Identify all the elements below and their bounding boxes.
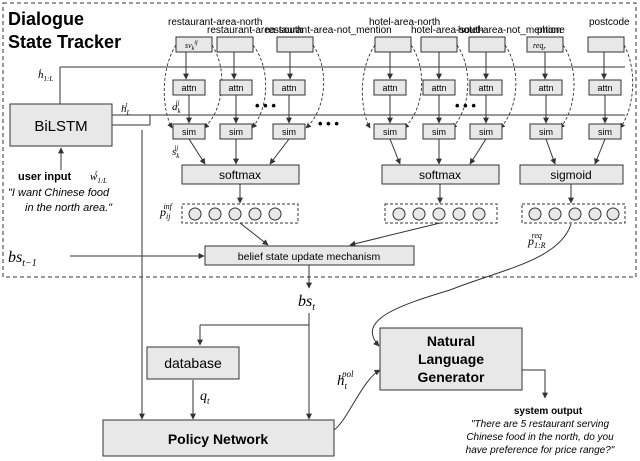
prob-circle bbox=[268, 207, 282, 221]
attn-label: attn bbox=[478, 83, 493, 93]
system-output-text: "There are 5 restaurant serving bbox=[471, 419, 610, 430]
ellipsis: • • • bbox=[255, 98, 276, 113]
bilstm-box bbox=[9, 103, 113, 147]
system-output-text: have preference for price range?" bbox=[466, 445, 615, 456]
database-label: database bbox=[164, 355, 222, 371]
bilstm-label: BiLSTM bbox=[34, 118, 87, 135]
req-label: reqr bbox=[533, 41, 546, 52]
prob-circle bbox=[588, 207, 602, 221]
slot-embed-box bbox=[216, 36, 254, 53]
h1L-symbol: h1:Lt bbox=[38, 67, 53, 83]
slot-embed-box bbox=[374, 36, 412, 53]
bs-prev-symbol: bst−1 bbox=[8, 249, 37, 269]
attn-label: attn bbox=[382, 83, 397, 93]
sim-label: sim bbox=[282, 127, 296, 137]
slot-embed-box bbox=[587, 36, 625, 53]
softmax-label: softmax bbox=[219, 168, 261, 182]
system-output-label: system output bbox=[514, 406, 583, 417]
a-symbol: akij bbox=[172, 99, 182, 115]
sim-label: sim bbox=[598, 127, 612, 137]
slot-embed-box bbox=[276, 36, 314, 53]
slot-label: restaurant-area-not_mention bbox=[265, 25, 392, 36]
prob-circle bbox=[412, 207, 426, 221]
prob-circle bbox=[606, 207, 620, 221]
nlg-label: Generator bbox=[418, 369, 485, 385]
prob-circle bbox=[248, 207, 262, 221]
slot-label: hotel-area-north bbox=[369, 17, 440, 28]
prob-circle bbox=[548, 207, 562, 221]
prob-circle bbox=[568, 207, 582, 221]
sim-label: sim bbox=[182, 127, 196, 137]
user-input-quote: in the north area." bbox=[25, 202, 113, 214]
attn-label: attn bbox=[228, 83, 243, 93]
nlg-label: Language bbox=[418, 351, 484, 367]
database-box bbox=[146, 346, 240, 380]
user-input-label: user input bbox=[18, 171, 72, 183]
ellipsis: • • • bbox=[455, 98, 476, 113]
sigmoid-label: sigmoid bbox=[550, 168, 591, 182]
attn-label: attn bbox=[431, 83, 446, 93]
belief-update-label: belief state update mechanism bbox=[238, 251, 381, 263]
slot-label: restaurant-area-north bbox=[168, 17, 263, 28]
slot-label: restaurant-area-south bbox=[207, 25, 303, 36]
prob-circle bbox=[432, 207, 446, 221]
hpol-symbol: htpol bbox=[337, 369, 354, 391]
policy-network-label: Policy Network bbox=[168, 431, 269, 447]
slot-embed-box bbox=[175, 36, 213, 53]
hL-symbol: hLt bbox=[121, 101, 131, 117]
nlg-box bbox=[379, 327, 523, 391]
slot-label: hotel-area-not_mention bbox=[458, 25, 561, 36]
w-symbol: w1:Lt bbox=[90, 169, 107, 185]
pinf-vector bbox=[384, 203, 498, 224]
sim-label: sim bbox=[432, 127, 446, 137]
dst-title-line1: Dialogue bbox=[8, 9, 84, 29]
attn-label: attn bbox=[538, 83, 553, 93]
sim-label: sim bbox=[539, 127, 553, 137]
slot-label: phone bbox=[537, 25, 565, 36]
bs-symbol: bst bbox=[298, 293, 315, 313]
ellipsis: • • • bbox=[318, 116, 339, 131]
attn-label: attn bbox=[181, 83, 196, 93]
prob-circle bbox=[392, 207, 406, 221]
sim-label: sim bbox=[383, 127, 397, 137]
prob-circle bbox=[188, 207, 202, 221]
prob-circle bbox=[208, 207, 222, 221]
preq-symbol: p1:Rreq bbox=[527, 231, 546, 250]
q-symbol: qt bbox=[200, 389, 210, 406]
policy-network-box bbox=[102, 419, 335, 457]
slot-embed-box bbox=[468, 36, 506, 53]
system-output-text: Chinese food in the north, do you bbox=[466, 432, 614, 443]
dst-title-line2: State Tracker bbox=[8, 32, 121, 52]
prob-circle bbox=[528, 207, 542, 221]
slot-embed-box bbox=[420, 36, 458, 53]
s-symbol: skij bbox=[172, 144, 180, 160]
pinf-symbol: pijinf bbox=[159, 202, 174, 221]
nlg-label: Natural bbox=[427, 333, 475, 349]
softmax-label: softmax bbox=[419, 168, 461, 182]
prob-circle bbox=[452, 207, 466, 221]
preq-vector bbox=[521, 203, 626, 224]
slot-label: postcode bbox=[589, 17, 630, 28]
prob-circle bbox=[472, 207, 486, 221]
attn-label: attn bbox=[281, 83, 296, 93]
sv-label: svkij bbox=[185, 40, 198, 52]
attn-label: attn bbox=[597, 83, 612, 93]
dst-container bbox=[2, 2, 637, 278]
user-input-quote: "I want Chinese food bbox=[8, 187, 110, 199]
prob-circle bbox=[228, 207, 242, 221]
sim-label: sim bbox=[479, 127, 493, 137]
slot-label: hotel-area-south bbox=[411, 25, 484, 36]
sim-label: sim bbox=[229, 127, 243, 137]
